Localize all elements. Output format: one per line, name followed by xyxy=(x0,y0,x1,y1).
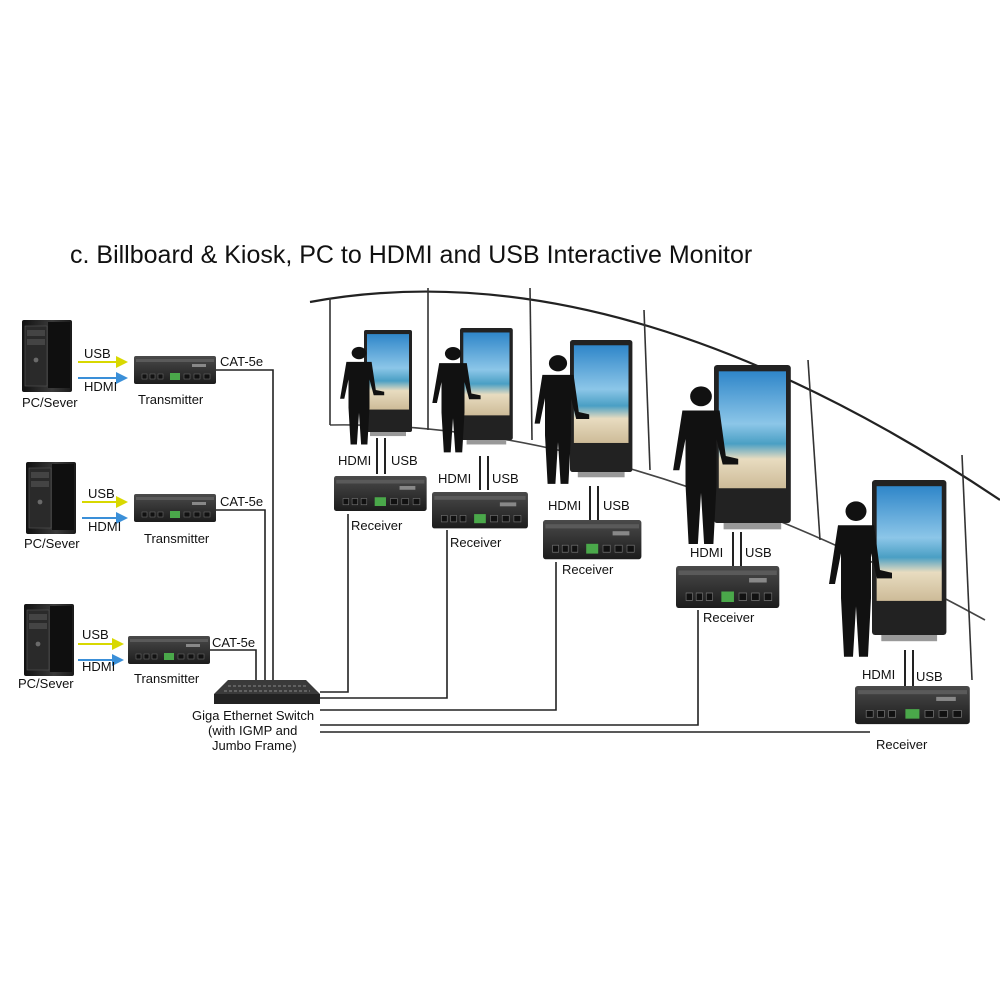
hdmi-label: HDMI xyxy=(84,379,117,394)
pc-label: PC/Sever xyxy=(22,395,78,410)
kiosk-monitor xyxy=(872,480,947,642)
pc-tower-icon xyxy=(23,603,75,677)
receiver-label: Receiver xyxy=(876,737,928,752)
receiver-label: Receiver xyxy=(562,562,614,577)
wall-post xyxy=(807,359,821,541)
wall-post xyxy=(961,454,973,681)
diagram-title: c. Billboard & Kiosk, PC to HDMI and USB… xyxy=(70,241,752,269)
cat5e-cable xyxy=(216,369,274,680)
usb-label: USB xyxy=(603,498,630,513)
cat5e-cable xyxy=(216,509,266,680)
receiver-5: HDMI USB Receiver xyxy=(854,650,971,752)
transmitter-label: Transmitter xyxy=(144,531,210,546)
receiver-device xyxy=(431,491,529,530)
cable-label: CAT-5e xyxy=(212,635,255,650)
switch-label-line2: (with IGMP and xyxy=(208,723,297,738)
cat5e-cable xyxy=(320,562,557,711)
usb-label: USB xyxy=(82,627,109,642)
receiver-4: HDMI USB Receiver xyxy=(675,532,781,625)
usb-label: USB xyxy=(916,669,943,684)
receiver-label: Receiver xyxy=(450,535,502,550)
source-row-2: USB HDMI PC/Sever Transmitter CAT-5e xyxy=(24,461,263,551)
transmitter-device xyxy=(127,635,211,665)
receiver-device xyxy=(542,519,643,560)
hdmi-label: HDMI xyxy=(338,453,371,468)
cat5e-cable xyxy=(320,610,699,726)
usb-label: USB xyxy=(84,346,111,361)
usb-label: USB xyxy=(391,453,418,468)
usb-label: USB xyxy=(745,545,772,560)
ceiling-arc xyxy=(309,290,1000,501)
receiver-label: Receiver xyxy=(703,610,755,625)
cable-label: CAT-5e xyxy=(220,494,263,509)
pc-label: PC/Sever xyxy=(24,536,80,551)
kiosk-monitor xyxy=(714,365,791,530)
transmitter-label: Transmitter xyxy=(138,392,204,407)
receiver-1: HDMI USB Receiver xyxy=(333,438,428,533)
wall-post xyxy=(529,287,533,441)
switch-label: Giga Ethernet Switch xyxy=(192,708,314,723)
hdmi-label: HDMI xyxy=(548,498,581,513)
receiver-device xyxy=(333,475,428,512)
source-row-3: USB HDMI PC/Sever Transmitter CAT-5e xyxy=(18,603,255,691)
hdmi-label: HDMI xyxy=(82,659,115,674)
usb-label: USB xyxy=(492,471,519,486)
receiver-label: Receiver xyxy=(351,518,403,533)
source-row-1: USB HDMI PC/Sever Transmitter CAT-5e xyxy=(21,319,263,410)
hdmi-label: HDMI xyxy=(690,545,723,560)
transmitter-device xyxy=(133,355,217,385)
pc-tower-icon xyxy=(25,461,77,535)
pc-label: PC/Sever xyxy=(18,676,74,691)
transmitter-device xyxy=(133,493,217,523)
usb-label: USB xyxy=(88,486,115,501)
receiver-3: HDMI USB Receiver xyxy=(542,486,643,577)
hdmi-label: HDMI xyxy=(88,519,121,534)
kiosk-monitor xyxy=(570,340,633,478)
receiver-2: HDMI USB Receiver xyxy=(431,456,529,550)
receiver-device xyxy=(854,685,971,725)
switch-label-line3: Jumbo Frame) xyxy=(212,738,297,753)
cat5e-cable xyxy=(210,649,257,680)
wall-post xyxy=(643,309,651,471)
pc-tower-icon xyxy=(21,319,73,393)
ethernet-switch xyxy=(214,680,320,704)
cat5e-cable xyxy=(320,514,349,693)
transmitter-label: Transmitter xyxy=(134,671,200,686)
hdmi-label: HDMI xyxy=(438,471,471,486)
cat5e-cable xyxy=(320,530,448,699)
hdmi-label: HDMI xyxy=(862,667,895,682)
cable-label: CAT-5e xyxy=(220,354,263,369)
receiver-device xyxy=(675,565,781,609)
